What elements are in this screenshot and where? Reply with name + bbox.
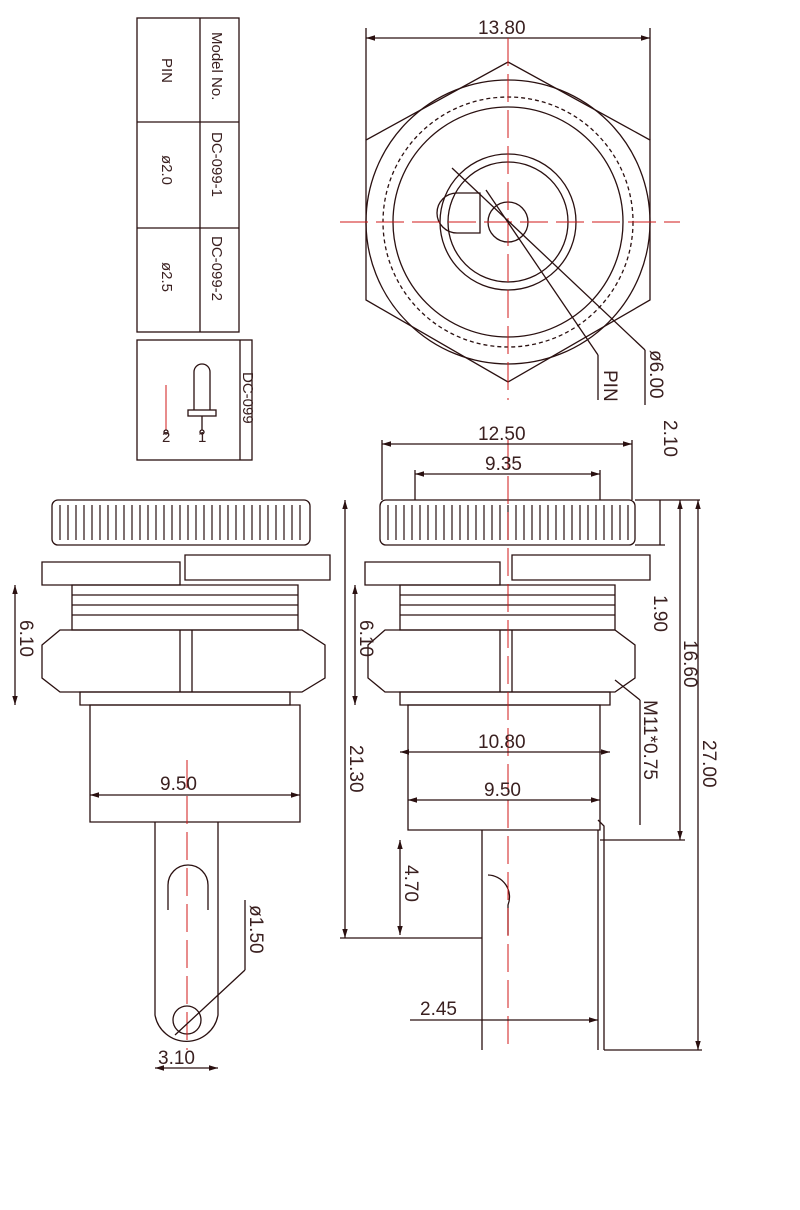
dim-10-80: 10.80 xyxy=(478,732,526,753)
dim-right-6-10: 6.10 xyxy=(355,620,376,657)
schematic: DC-099 1 2 xyxy=(136,339,256,461)
dim-left-9-50: 9.50 xyxy=(160,774,197,795)
top-view: 13.80 PIN ø6.00 xyxy=(340,18,680,405)
dim-2-45: 2.45 xyxy=(420,999,457,1020)
header-model: Model No. xyxy=(208,32,225,100)
dim-27-00: 27.00 xyxy=(698,740,719,788)
dim-thread: M11*0.75 xyxy=(639,700,660,780)
side-view-left: 6.10 9.50 ø1.50 3.10 xyxy=(12,499,331,1071)
dim-3-10: 3.10 xyxy=(158,1048,195,1069)
pin-label: PIN xyxy=(599,370,620,402)
schematic-title: DC-099 xyxy=(239,372,256,424)
dim-2-10: 2.10 xyxy=(659,420,680,457)
pin-1: ø2.0 xyxy=(158,155,175,185)
model-table: Model No. PIN DC-099-1 ø2.0 DC-099-2 ø2.… xyxy=(136,17,240,333)
dim-9-35: 9.35 xyxy=(485,454,522,475)
dim-left-6-10: 6.10 xyxy=(15,620,36,657)
dim-right-9-50: 9.50 xyxy=(484,780,521,801)
dim-12-50: 12.50 xyxy=(478,424,526,445)
dim-13-80: 13.80 xyxy=(478,18,526,39)
dim-21-30: 21.30 xyxy=(345,745,366,793)
dim-1-90: 1.90 xyxy=(649,595,670,632)
pin-2: ø2.5 xyxy=(158,262,175,292)
dim-1-50: ø1.50 xyxy=(245,905,266,954)
model-2: DC-099-2 xyxy=(208,236,225,301)
pin2-label: 2 xyxy=(162,429,170,446)
dim-4-70: 4.70 xyxy=(400,865,421,902)
header-pin: PIN xyxy=(158,58,175,83)
side-view-right: 12.50 9.35 2.10 1.90 16.60 27.00 6.10 21… xyxy=(340,420,719,1051)
model-1: DC-099-1 xyxy=(208,132,225,197)
dim-16-60: 16.60 xyxy=(679,640,700,688)
dim-6-00: ø6.00 xyxy=(645,350,666,399)
pin1-label: 1 xyxy=(198,429,206,446)
